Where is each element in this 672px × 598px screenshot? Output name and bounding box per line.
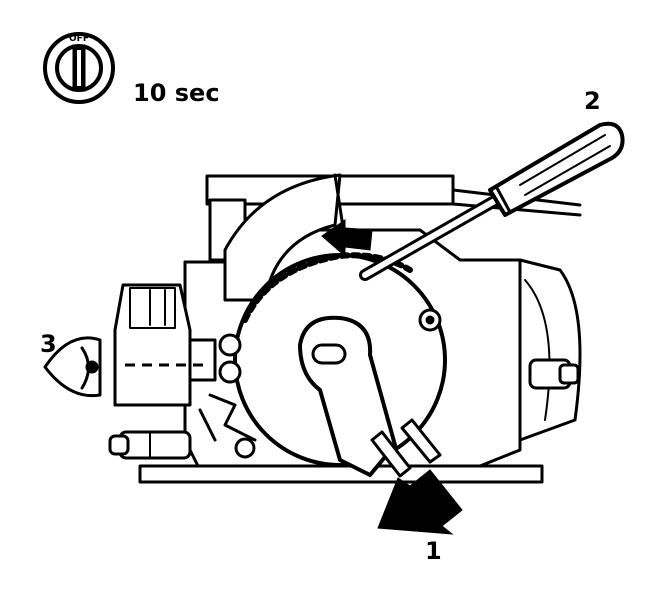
callout-2: 2 bbox=[584, 87, 601, 115]
hose-fitting bbox=[108, 430, 192, 460]
eye-icon bbox=[43, 336, 102, 398]
duration-label: 10 sec bbox=[133, 79, 220, 107]
throttle-lever bbox=[298, 315, 442, 478]
ignition-key-icon: OFF bbox=[43, 32, 115, 104]
screwdriver bbox=[359, 121, 625, 281]
sensor-connector bbox=[113, 283, 217, 407]
ignition-switch-text: OFF bbox=[69, 34, 89, 44]
push-arrow bbox=[377, 469, 463, 535]
callout-1: 1 bbox=[425, 537, 442, 565]
callout-3: 3 bbox=[40, 330, 57, 358]
push-arrow-upper bbox=[321, 219, 373, 258]
